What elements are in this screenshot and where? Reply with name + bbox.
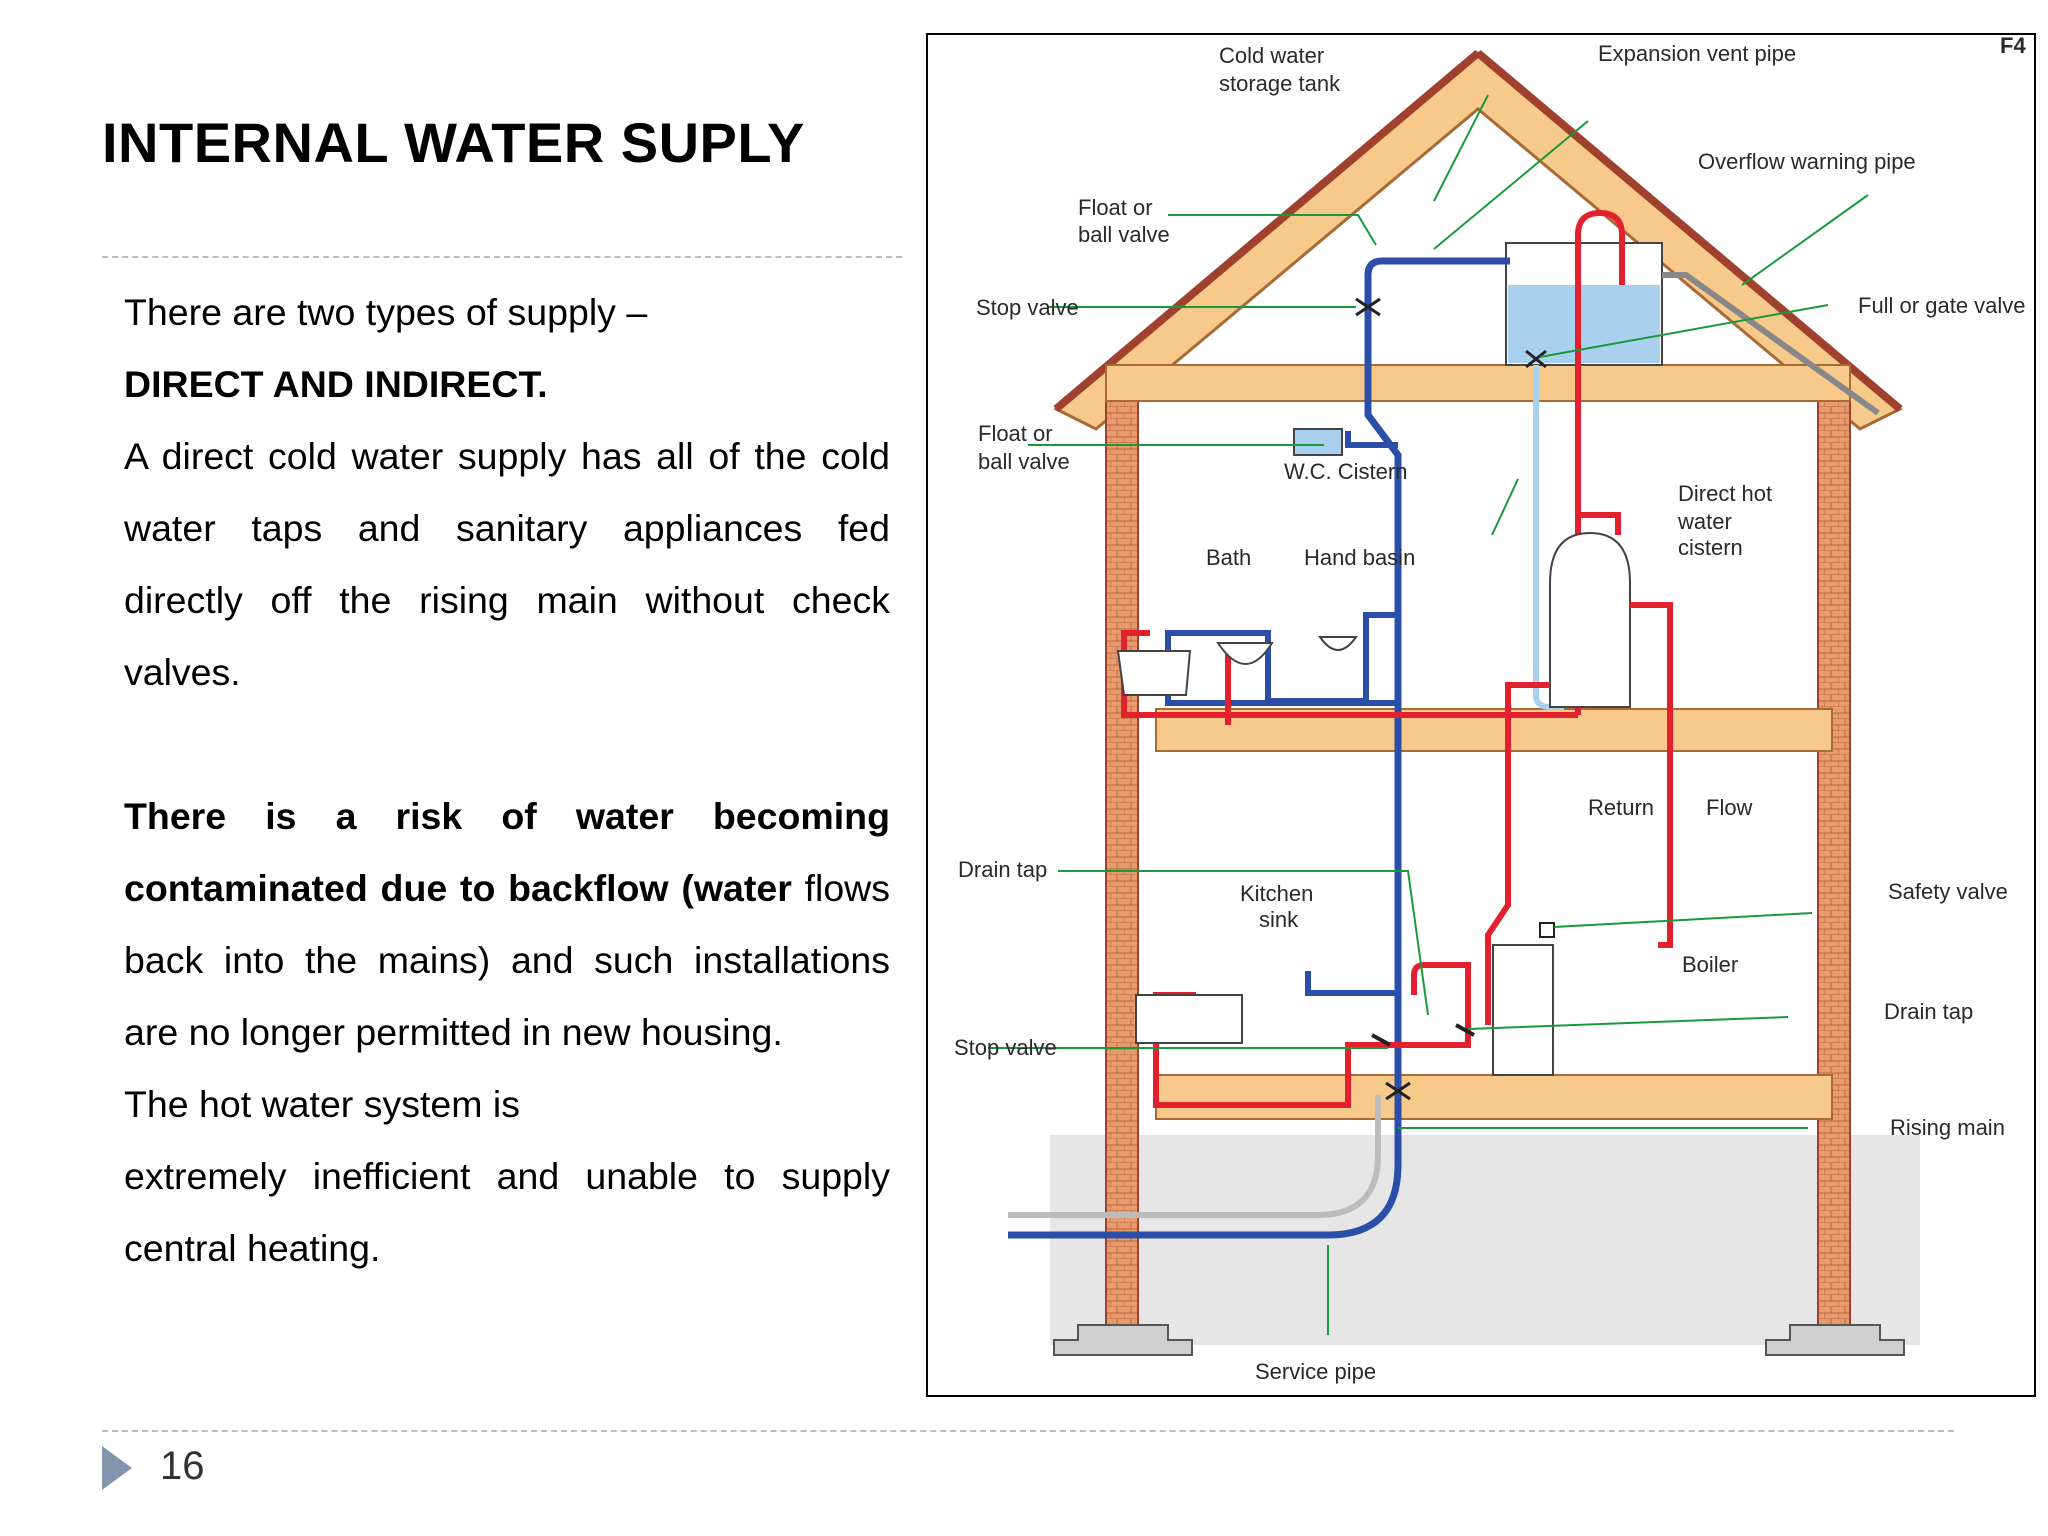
page-number: 16 — [160, 1444, 205, 1488]
wc-pan — [1318, 636, 1358, 651]
label-cold-water-tank-2: storage tank — [1219, 71, 1341, 96]
roof-edge-left — [1053, 49, 1481, 413]
attic-floor — [1105, 364, 1851, 402]
paragraph-types: There are two types of supply – — [124, 291, 648, 333]
label-wc-cistern: W.C. Cistern — [1284, 459, 1407, 484]
body-text: There are two types of supply – DIRECT A… — [124, 276, 890, 1284]
paragraph-types-bold: DIRECT AND INDIRECT. — [124, 363, 548, 405]
stop-valve-bottom-icon — [1385, 1081, 1411, 1101]
label-service-pipe: Service pipe — [1255, 1359, 1376, 1384]
label-rising-main: Rising main — [1890, 1115, 2005, 1140]
wc-cistern — [1293, 428, 1343, 456]
title-divider — [102, 256, 902, 258]
kitchen-cold-branch — [1305, 971, 1398, 996]
risk-rest-text: flows back into the mains) and such inst… — [124, 867, 890, 1053]
slide-title: INTERNAL WATER SUPLY — [102, 111, 805, 174]
boiler — [1492, 944, 1554, 1076]
stop-valve-top-icon — [1355, 297, 1381, 317]
hot-draw-off-pipe — [1578, 512, 1621, 535]
bath-cold-branch — [1165, 630, 1398, 706]
label-return: Return — [1588, 795, 1654, 820]
leader-lines — [988, 94, 1869, 1335]
paragraph-inefficient: extremely inefficient and unable to supp… — [124, 1155, 890, 1269]
tank-water — [1508, 285, 1660, 363]
service-pipe-duct — [1008, 1095, 1381, 1218]
right-footing — [1765, 1324, 1905, 1356]
label-dhw-1: Direct hot — [1678, 481, 1772, 506]
label-gate-valve: Full or gate valve — [1858, 293, 2026, 318]
label-drain-tap-right: Drain tap — [1884, 999, 1973, 1024]
footer-divider — [102, 1430, 1954, 1432]
roof-edge-right — [1475, 49, 1903, 413]
paragraph-risk: There is a risk of water becoming contam… — [124, 780, 890, 1068]
hand-basin — [1216, 642, 1274, 665]
label-flow: Flow — [1706, 795, 1753, 820]
label-stop-valve-bottom: Stop valve — [954, 1035, 1057, 1060]
label-expansion-vent-pipe: Expansion vent pipe — [1598, 41, 1796, 66]
gate-valve-icon — [1525, 349, 1547, 369]
label-float-valve-wc-2: ball valve — [978, 449, 1070, 474]
flow-pipe — [1630, 602, 1673, 948]
label-dhw-3: cistern — [1678, 535, 1743, 560]
pager-triangle-icon — [102, 1446, 132, 1490]
label-kitchen-sink-1: Kitchen — [1240, 881, 1313, 906]
label-float-valve-wc-1: Float or — [978, 421, 1053, 446]
left-footing — [1053, 1324, 1193, 1356]
paragraph-gap — [124, 708, 890, 780]
safety-valve-icon — [1539, 922, 1555, 938]
label-drain-tap-left: Drain tap — [958, 857, 1047, 882]
label-hand-basin: Hand basin — [1304, 545, 1415, 570]
bath — [1116, 650, 1192, 696]
right-wall — [1817, 394, 1851, 1326]
drain-tap-left-icon — [1371, 1033, 1391, 1047]
label-kitchen-sink-2: sink — [1259, 907, 1299, 932]
ground-floor — [1155, 1074, 1833, 1120]
label-boiler: Boiler — [1682, 952, 1738, 977]
kitchen-hot-feed — [1411, 962, 1471, 1007]
kitchen-sink — [1135, 994, 1243, 1044]
label-stop-valve-top: Stop valve — [976, 295, 1079, 320]
ground — [1050, 1135, 1920, 1345]
return-pipe — [1485, 682, 1550, 1025]
label-dhw-2: water — [1677, 509, 1732, 534]
overflow-pipe — [1662, 272, 1880, 416]
label-overflow-pipe: Overflow warning pipe — [1698, 149, 1916, 174]
label-bath: Bath — [1206, 545, 1251, 570]
risk-bold-text: There is a risk of water becoming contam… — [124, 795, 890, 909]
drain-tap-right-icon — [1455, 1023, 1475, 1037]
rising-main-pipe — [1008, 257, 1510, 1239]
label-safety-valve: Safety valve — [1888, 879, 2008, 904]
basin-cold-branch — [1268, 612, 1398, 704]
label-cold-water-tank-1: Cold water — [1219, 43, 1324, 68]
hot-water-cylinder — [1549, 531, 1631, 708]
expansion-vent-pipe — [1575, 209, 1625, 715]
house-diagram-svg: Cold water storage tank Expansion vent p… — [954, 35, 2026, 1384]
paragraph-hot-water: The hot water system is — [124, 1083, 520, 1125]
label-float-valve-top-1: Float or — [1078, 195, 1153, 220]
figure-code: F4 — [2000, 35, 2026, 58]
water-supply-diagram: Cold water storage tank Expansion vent p… — [926, 33, 2036, 1397]
paragraph-direct: A direct cold water supply has all of th… — [124, 435, 890, 693]
wc-branch-pipe — [1345, 431, 1398, 448]
label-float-valve-top-2: ball valve — [1078, 222, 1170, 247]
left-wall — [1105, 394, 1139, 1326]
